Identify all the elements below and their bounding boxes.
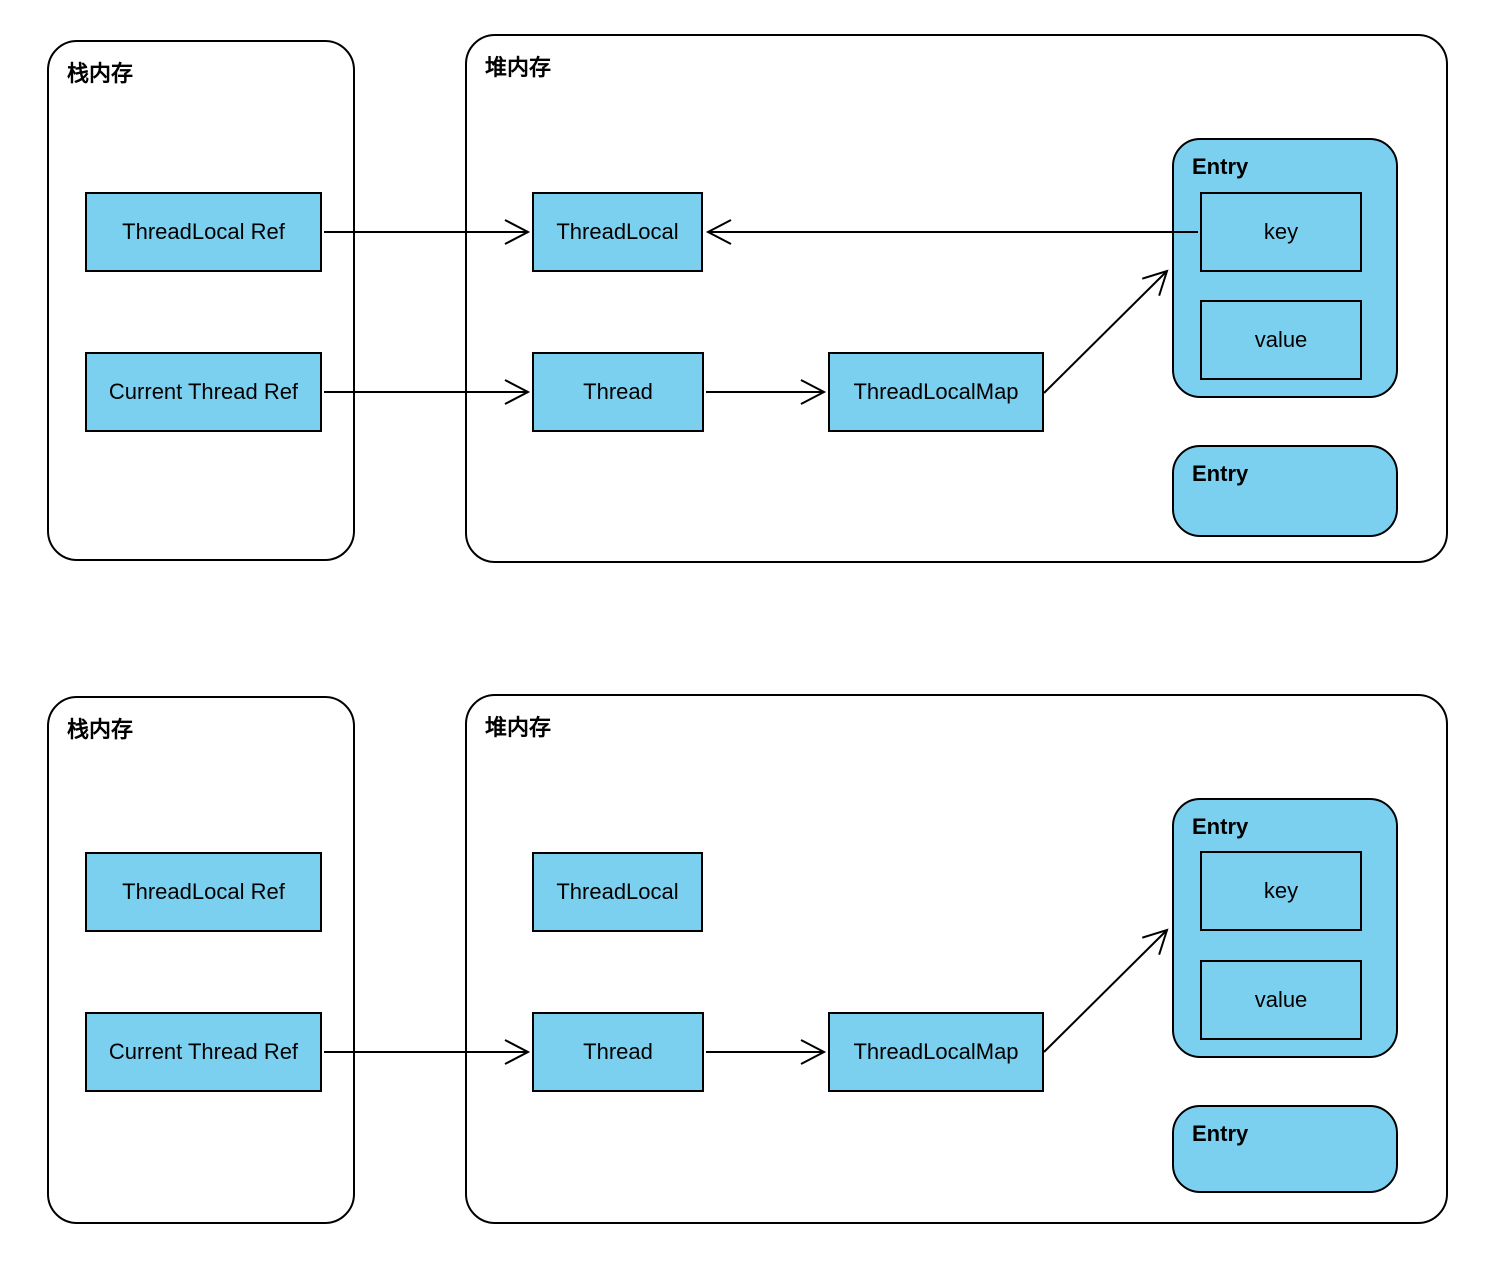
stack-memory-container-top: 栈内存 ThreadLocal Ref Current Thread Ref <box>47 40 355 561</box>
entry-value-node: value <box>1200 300 1362 380</box>
threadlocal-node: ThreadLocal <box>532 192 703 272</box>
stack-memory-title: 栈内存 <box>67 717 134 742</box>
entry2-node: Entry <box>1172 1105 1398 1193</box>
current-thread-ref-node: Current Thread Ref <box>85 352 322 432</box>
heap-memory-title: 堆内存 <box>485 715 552 740</box>
heap-memory-title: 堆内存 <box>485 55 552 80</box>
stack-memory-title: 栈内存 <box>67 61 134 86</box>
entry-key-node: key <box>1200 851 1362 931</box>
entry-node: Entry key value <box>1172 138 1398 398</box>
entry2-node: Entry <box>1172 445 1398 537</box>
entry-key-node: key <box>1200 192 1362 272</box>
entry-title: Entry <box>1192 814 1249 839</box>
entry2-title: Entry <box>1192 1121 1249 1146</box>
threadlocal-ref-node: ThreadLocal Ref <box>85 852 322 932</box>
threadlocal-ref-node: ThreadLocal Ref <box>85 192 322 272</box>
threadlocal-node: ThreadLocal <box>532 852 703 932</box>
entry-title: Entry <box>1192 154 1249 179</box>
entry2-title: Entry <box>1192 461 1249 486</box>
entry-value-node: value <box>1200 960 1362 1040</box>
threadlocalmap-node: ThreadLocalMap <box>828 1012 1044 1092</box>
heap-memory-container-top: 堆内存 ThreadLocal Thread ThreadLocalMap En… <box>465 34 1448 563</box>
current-thread-ref-node: Current Thread Ref <box>85 1012 322 1092</box>
stack-memory-container-bottom: 栈内存 ThreadLocal Ref Current Thread Ref <box>47 696 355 1224</box>
entry-node: Entry key value <box>1172 798 1398 1058</box>
heap-memory-container-bottom: 堆内存 ThreadLocal Thread ThreadLocalMap En… <box>465 694 1448 1224</box>
threadlocalmap-node: ThreadLocalMap <box>828 352 1044 432</box>
thread-node: Thread <box>532 352 704 432</box>
thread-node: Thread <box>532 1012 704 1092</box>
